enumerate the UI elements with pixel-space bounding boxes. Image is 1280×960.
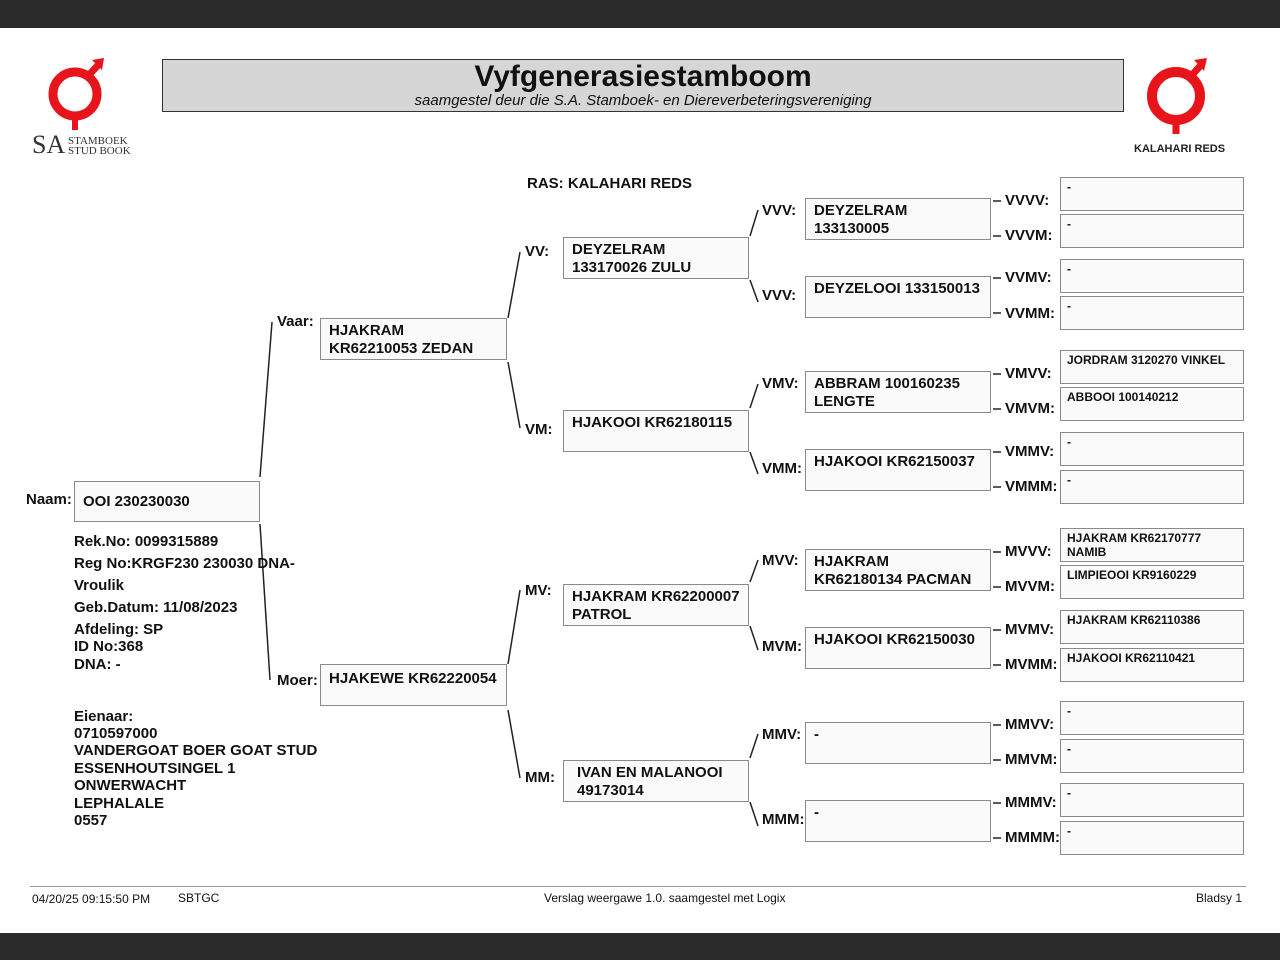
mv-label: MV: xyxy=(525,582,552,599)
mm-box: IVAN EN MALANOOI 49173014 xyxy=(563,760,749,802)
footer-report: Verslag weergawe 1.0. saamgestel met Log… xyxy=(544,891,786,905)
afdeling: Afdeling: SP xyxy=(74,621,164,638)
animal-name-box: OOI 230230030 xyxy=(74,481,260,522)
g4-box: - xyxy=(1060,701,1244,735)
sa-logo-line1: STAMBOEK xyxy=(68,135,128,147)
mvv-label: MVV: xyxy=(762,552,799,569)
bottom-bar xyxy=(0,933,1280,960)
mm-label: MM: xyxy=(525,769,555,786)
g4-label: MMVM: xyxy=(1005,751,1058,768)
sex: Vroulik xyxy=(74,577,125,594)
vvm-label: VVV: xyxy=(762,287,797,304)
g4-box: JORDRAM 3120270 VINKEL xyxy=(1060,350,1244,384)
g4-label: MMVV: xyxy=(1005,716,1055,733)
footer-divider xyxy=(30,886,1246,887)
title-box: Vyfgenerasiestamboom saamgestel deur die… xyxy=(162,59,1124,112)
sa-logo-abbr: SA xyxy=(32,130,65,158)
g4-label: VMVM: xyxy=(1005,400,1055,417)
top-bar xyxy=(0,0,1280,28)
vvv-label: VVV: xyxy=(762,202,797,219)
vv-label: VV: xyxy=(525,243,550,260)
g4-label: MVMV: xyxy=(1005,621,1055,638)
mvm-box: HJAKOOI KR62150030 xyxy=(805,627,991,669)
g4-box: - xyxy=(1060,177,1244,211)
g4-label: MVVM: xyxy=(1005,578,1055,595)
owner-town: LEPHALALE xyxy=(74,795,164,812)
page-subtitle: saamgestel deur die S.A. Stamboek- en Di… xyxy=(414,92,872,109)
footer-code: SBTGC xyxy=(178,891,220,905)
owner-label: Eienaar: xyxy=(74,708,134,725)
vmm-label: VMM: xyxy=(762,460,802,477)
g4-box: HJAKRAM KR62170777 NAMIB xyxy=(1060,528,1244,562)
sa-stamboek-logo: SA STAMBOEK STUD BOOK xyxy=(30,58,134,159)
vmv-label: VMV: xyxy=(762,375,799,392)
g4-label: VVMM: xyxy=(1005,305,1055,322)
dam-label: Moer: xyxy=(277,672,318,689)
page-title: Vyfgenerasiestamboom xyxy=(474,60,812,93)
g4-label: MVMM: xyxy=(1005,656,1058,673)
g4-box: HJAKOOI KR62110421 xyxy=(1060,648,1244,682)
g4-label: MMMV: xyxy=(1005,794,1057,811)
sire-box: HJAKRAM KR62210053 ZEDAN xyxy=(320,318,507,360)
vm-label: VM: xyxy=(525,421,553,438)
owner-number: 0710597000 xyxy=(74,725,158,742)
dna: DNA: - xyxy=(74,656,121,673)
g4-box: - xyxy=(1060,783,1244,817)
vvm-box: DEYZELOOI 133150013 xyxy=(805,276,991,318)
mmm-box: - xyxy=(805,800,991,842)
g4-label: MMMM: xyxy=(1005,829,1060,846)
vm-box: HJAKOOI KR62180115 xyxy=(563,410,749,452)
mmm-label: MMM: xyxy=(762,811,805,828)
g4-label: VMVV: xyxy=(1005,365,1052,382)
mmv-label: MMV: xyxy=(762,726,802,743)
dam-box: HJAKEWE KR62220054 xyxy=(320,664,507,706)
g4-label: VMMM: xyxy=(1005,478,1058,495)
rek-no: Rek.No: 0099315889 xyxy=(74,533,219,550)
g4-box: - xyxy=(1060,821,1244,855)
g4-box: - xyxy=(1060,470,1244,504)
sa-logo-line2: STUD BOOK xyxy=(68,145,131,157)
sire-label: Vaar: xyxy=(277,313,314,330)
vmv-box: ABBRAM 100160235 LENGTE xyxy=(805,371,991,413)
kalahari-reds-logo: KALAHARI REDS xyxy=(1130,58,1230,158)
mmv-box: - xyxy=(805,722,991,764)
g4-label: MVVV: xyxy=(1005,543,1052,560)
g4-box: - xyxy=(1060,739,1244,773)
g4-box: LIMPIEOOI KR9160229 xyxy=(1060,565,1244,599)
id-no: ID No:368 xyxy=(74,638,144,655)
g4-box: - xyxy=(1060,214,1244,248)
reg-no: Reg No:KRGF230 230030 DNA- xyxy=(74,555,295,572)
footer-page: Bladsy 1 xyxy=(1196,891,1243,905)
name-label: Naam: xyxy=(26,491,72,508)
vv-box: DEYZELRAM 133170026 ZULU xyxy=(563,237,749,279)
breed-label: RAS: KALAHARI REDS xyxy=(527,175,692,192)
g4-label: VMMV: xyxy=(1005,443,1055,460)
g4-box: - xyxy=(1060,432,1244,466)
g4-box: - xyxy=(1060,296,1244,330)
g4-label: VVVM: xyxy=(1005,227,1053,244)
footer-timestamp: 04/20/25 09:15:50 PM xyxy=(32,892,151,906)
owner-area: ONWERWACHT xyxy=(74,777,187,794)
owner-street: ESSENHOUTSINGEL 1 xyxy=(74,760,236,777)
vmm-box: HJAKOOI KR62150037 xyxy=(805,449,991,491)
g4-box: ABBOOI 100140212 xyxy=(1060,387,1244,421)
vvv-box: DEYZELRAM 133130005 xyxy=(805,198,991,240)
mvm-label: MVM: xyxy=(762,638,802,655)
birth-date: Geb.Datum: 11/08/2023 xyxy=(74,599,238,616)
g4-label: VVVV: xyxy=(1005,192,1050,209)
g4-label: VVMV: xyxy=(1005,269,1052,286)
g4-box: HJAKRAM KR62110386 xyxy=(1060,610,1244,644)
mv-box: HJAKRAM KR62200007 PATROL xyxy=(563,584,749,626)
owner-code: 0557 xyxy=(74,812,108,829)
mvv-box: HJAKRAM KR62180134 PACMAN xyxy=(805,549,991,591)
owner-name: VANDERGOAT BOER GOAT STUD xyxy=(74,742,318,759)
kr-logo-text: KALAHARI REDS xyxy=(1134,143,1225,155)
g4-box: - xyxy=(1060,259,1244,293)
